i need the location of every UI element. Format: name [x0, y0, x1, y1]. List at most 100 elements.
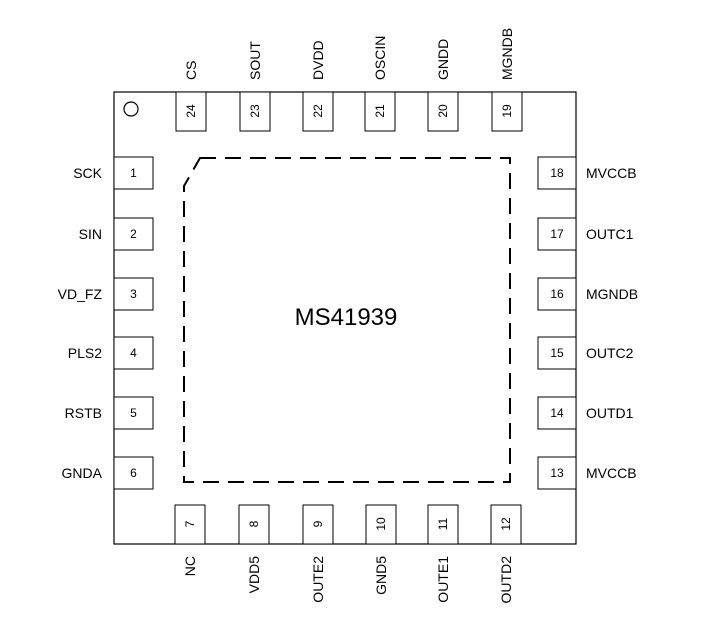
pin-number: 3 — [130, 287, 137, 301]
pin-number: 1 — [130, 166, 137, 180]
pin-pad — [174, 504, 206, 545]
pin-number: 15 — [550, 346, 564, 360]
pin-pad — [113, 456, 154, 490]
pin-number: 23 — [248, 104, 262, 118]
pin-label-pls2: PLS2 — [68, 345, 102, 361]
pin-17: 17 OUTC1 — [537, 217, 634, 251]
pin-number: 21 — [373, 104, 387, 118]
pin-pad — [427, 504, 459, 545]
pin-number: 10 — [374, 517, 388, 531]
pin-4: 4 PLS2 — [68, 336, 154, 370]
pin-number: 7 — [183, 520, 197, 527]
pin-label-oute1: OUTE1 — [435, 556, 451, 603]
pin-20: 20 GNDD — [427, 39, 459, 132]
pin-label-gnd5: GND5 — [373, 556, 389, 595]
exposed-pad-outline — [183, 157, 511, 483]
pin-number: 12 — [499, 517, 513, 531]
pin-label-sck: SCK — [73, 165, 102, 181]
pin-number: 22 — [311, 104, 325, 118]
pin-label-sin: SIN — [79, 226, 102, 242]
pin-number: 4 — [130, 346, 137, 360]
pin-label-cs: CS — [183, 61, 199, 80]
pin-pad — [239, 91, 271, 132]
top-pin-row: 19 MGNDB 20 GNDD 21 OSCIN 22 DVDD 23 SOUT 24 CS — [175, 28, 523, 132]
pin-number: 19 — [500, 104, 514, 118]
pin-pad — [365, 504, 397, 545]
pin-label-mgndb: MGNDB — [586, 286, 638, 302]
pin-label-gndd: GNDD — [435, 39, 451, 80]
pin-label-outc1: OUTC1 — [586, 226, 634, 242]
pin-label-oute2: OUTE2 — [310, 556, 326, 603]
pin-pad — [537, 336, 577, 370]
pin-22: 22 DVDD — [302, 40, 334, 132]
pin-pad — [113, 277, 154, 311]
pin-number: 9 — [311, 520, 325, 527]
pin-15: 15 OUTC2 — [537, 336, 634, 370]
pin-pad — [427, 91, 459, 132]
pin-pad — [364, 91, 396, 132]
pin-label-mvccb: MVCCB — [586, 465, 637, 481]
pin-24: 24 CS — [175, 61, 207, 132]
chip-name: MS41939 — [295, 304, 398, 331]
pin-number: 11 — [436, 517, 450, 530]
pin-23: 23 SOUT — [239, 41, 271, 132]
pin-label-oscin: OSCIN — [372, 36, 388, 80]
pin-number: 13 — [550, 466, 564, 480]
pin-pad — [537, 456, 577, 490]
pin-2: 2 SIN — [79, 217, 154, 251]
pin-label-dvdd: DVDD — [310, 40, 326, 80]
pin-number: 8 — [247, 520, 261, 527]
pin-number: 16 — [550, 287, 564, 301]
package-outline — [113, 91, 577, 545]
pin-pad — [490, 504, 522, 545]
pin-pad — [537, 396, 577, 430]
left-pin-row: 1 SCK 2 SIN 3 VD_FZ 4 PLS2 5 RSTB 6 GNDA — [58, 156, 154, 490]
pin-pad — [537, 217, 577, 251]
pin-label-vdd5: VDD5 — [246, 556, 262, 594]
pin-label-nc: NC — [182, 556, 198, 576]
pin-pad — [537, 156, 577, 190]
pin-label-gnda: GNDA — [62, 465, 103, 481]
pin-label-outc2: OUTC2 — [586, 345, 634, 361]
pin-pad — [113, 217, 154, 251]
pin-pad — [175, 91, 207, 132]
pin-number: 5 — [130, 406, 137, 420]
pin-label-mgndb: MGNDB — [499, 28, 515, 80]
pin-13: 13 MVCCB — [537, 456, 637, 490]
pin-16: 16 MGNDB — [537, 277, 638, 311]
pin1-marker-icon — [123, 101, 139, 117]
pin-number: 18 — [550, 166, 564, 180]
pin-pad — [113, 396, 154, 430]
pin-number: 6 — [130, 466, 137, 480]
pin-number: 14 — [550, 406, 564, 420]
pin-19: 19 MGNDB — [491, 28, 523, 132]
pin-pad — [302, 91, 334, 132]
pin-number: 2 — [130, 227, 137, 241]
pin-number: 20 — [436, 104, 450, 118]
pin-14: 14 OUTD1 — [537, 396, 634, 430]
pin-number: 24 — [184, 104, 198, 118]
pin-6: 6 GNDA — [62, 456, 154, 490]
pin-18: 18 MVCCB — [537, 156, 637, 190]
pin-pad — [491, 91, 523, 132]
pin-label-rstb: RSTB — [65, 405, 102, 421]
pin-label-mvccb: MVCCB — [586, 165, 637, 181]
pin-label-vd-fz: VD_FZ — [58, 286, 103, 302]
pin-label-sout: SOUT — [247, 41, 263, 80]
pin-pad — [302, 504, 334, 545]
pin-pad — [113, 156, 154, 190]
pin-number: 17 — [550, 227, 564, 241]
pin-21: 21 OSCIN — [364, 36, 396, 132]
pin-pad — [113, 336, 154, 370]
pin-3: 3 VD_FZ — [58, 277, 154, 311]
pin-pad — [537, 277, 577, 311]
pin-label-outd1: OUTD1 — [586, 405, 634, 421]
pin-5: 5 RSTB — [65, 396, 154, 430]
